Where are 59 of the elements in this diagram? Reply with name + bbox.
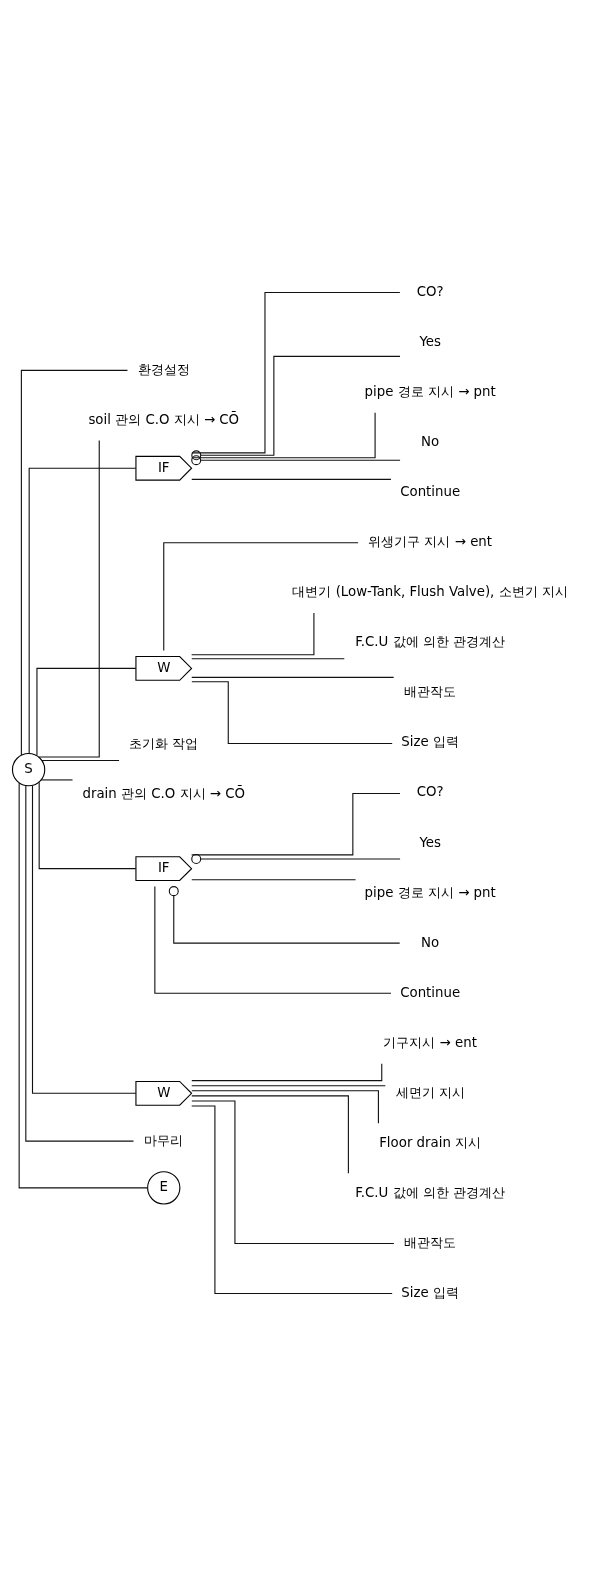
node-text: Floor drain 지시 [379,1134,482,1150]
node-text: F.C.U 값에 의한 관경계산 [355,634,506,650]
node-text: F.C.U 값에 의한 관경계산 [355,1184,506,1200]
node-text: drain 관의 C.O 지시 → CŌ [82,785,245,801]
node-text: Size 입력 [401,1284,459,1300]
connector [38,781,137,870]
connector [40,779,74,781]
connector [38,439,100,758]
connector [191,612,315,656]
connector [191,455,401,466]
node-text: No [421,934,440,950]
node-text: 배관작도 [404,684,457,700]
connector [41,760,120,762]
node-text: CO? [416,283,444,299]
node-circle: E [147,1171,181,1205]
connector [191,854,401,864]
connector [191,1063,383,1082]
node-text: Continue [400,484,461,500]
connector [191,681,393,745]
connector [191,478,392,480]
connector [168,886,401,944]
connector [163,542,359,651]
node-text: pipe 경로 지시 → pnt [364,884,496,900]
connector [191,412,376,459]
node-text: Yes [419,333,441,349]
connector [191,1100,395,1245]
node-text: Size 입력 [401,734,459,750]
node-text: 마무리 [144,1132,184,1148]
node-text: 대변기 (Low-Tank, Flush Valve), 소변기 지시 [292,584,568,600]
connector [191,1095,349,1174]
node-text: 배관작도 [404,1234,457,1250]
node-text: 세면기 지시 [395,1084,465,1100]
connector [191,879,357,881]
node-text: 위생기구 지시 → ent [368,534,493,550]
connector [191,291,401,454]
node-text: Continue [400,984,461,1000]
connector [18,782,148,1189]
connector [154,885,392,994]
connector [36,667,137,757]
connector [191,658,345,660]
connector [191,1090,379,1124]
node-text: soil 관의 C.O 지시 → CŌ [88,411,240,427]
connector [191,793,401,856]
connector [191,1105,393,1295]
connector [191,355,401,461]
connector [20,369,128,756]
node-text: 환경설정 [137,361,190,377]
node-text: Yes [419,834,441,850]
node-text: pipe 경로 지시 → pnt [364,384,496,400]
node-text: CO? [416,784,444,800]
connector [28,467,137,754]
connector [25,785,135,1142]
node-text: 기구지시 → ent [383,1034,477,1050]
node-text: 초기화 작업 [129,735,199,751]
connector [191,1085,386,1087]
connector [31,785,137,1094]
node-circle: S [11,752,46,787]
connector [191,676,395,678]
node-text: No [421,434,440,450]
